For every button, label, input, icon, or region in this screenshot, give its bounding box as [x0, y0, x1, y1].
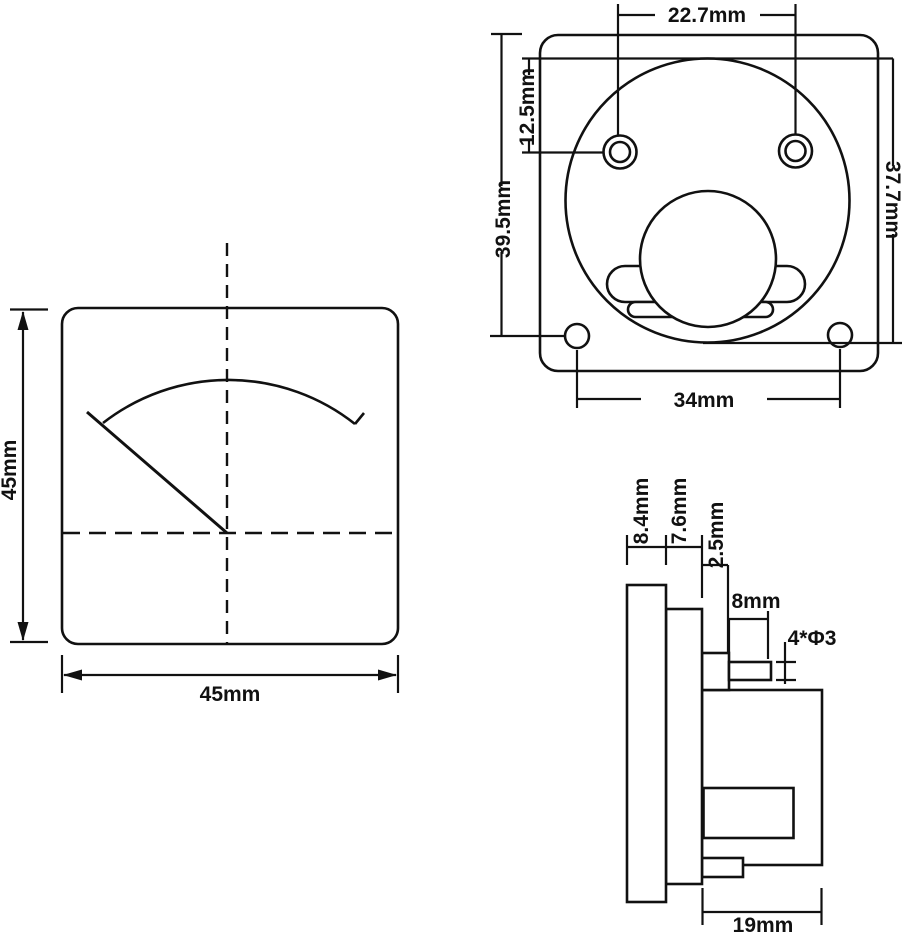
- front-width-dimension: 45mm: [60, 655, 400, 706]
- step-depth-label: 2.5mm: [705, 502, 728, 569]
- arrow-up-icon: [17, 311, 29, 330]
- side-view: 8.4mm 7.6mm 2.5mm 8mm 4*Φ3: [625, 478, 836, 937]
- bezel-depth-dimension: 8.4mm: [625, 478, 668, 565]
- body-depth-label: 19mm: [733, 914, 794, 937]
- bezel-depth-label: 8.4mm: [630, 478, 653, 545]
- mounting-hole-right-inner: [784, 139, 807, 163]
- side-step: [700, 651, 731, 692]
- bottom-hole-spacing-dimension: 34mm: [575, 349, 842, 412]
- stud-length-label: 8mm: [731, 590, 780, 613]
- corner-hole-left: [563, 322, 591, 350]
- hole-offset-label: 12.5mm: [516, 68, 539, 146]
- panel-height-label: 39.5mm: [492, 180, 515, 258]
- side-mounting-stud: [727, 660, 773, 682]
- arrow-left-icon: [63, 669, 82, 681]
- front-height-dimension: 45mm: [0, 308, 48, 644]
- side-bezel: [625, 583, 668, 904]
- meter-scale-arc: [102, 378, 356, 426]
- meter-needle: [86, 410, 228, 535]
- front-view: 45mm 45mm: [0, 243, 400, 706]
- scale-end-tick: [353, 412, 366, 425]
- hole-offset-dimension: 12.5mm: [516, 58, 603, 154]
- arrow-down-icon: [17, 622, 29, 641]
- hole-spacing-label: 22.7mm: [668, 4, 746, 27]
- front-width-label: 45mm: [200, 683, 261, 706]
- step-depth-dimension: 2.5mm: [702, 502, 730, 652]
- hole-spacing-dimension: 22.7mm: [616, 4, 797, 135]
- side-terminal-block: [702, 786, 795, 840]
- corner-hole-right: [826, 321, 854, 349]
- stud-spec-dimension: 4*Φ3: [776, 627, 836, 684]
- body-diameter-label: 37.7mm: [881, 161, 902, 239]
- collar-depth-label: 7.6mm: [668, 478, 691, 545]
- body-diameter-dimension: 37.7mm: [703, 58, 902, 345]
- collar-depth-dimension: 7.6mm: [666, 478, 704, 598]
- front-height-label: 45mm: [0, 440, 21, 501]
- body-depth-dimension: 19mm: [701, 888, 823, 937]
- side-collar: [664, 607, 704, 886]
- side-bottom-tab: [700, 856, 745, 879]
- bottom-hole-spacing-label: 34mm: [674, 389, 735, 412]
- center-boss-circle: [638, 189, 778, 329]
- stud-spec-label: 4*Φ3: [788, 627, 837, 650]
- arrow-right-icon: [378, 669, 397, 681]
- mounting-hole-left-inner: [608, 140, 632, 164]
- back-view: 22.7mm 12.5mm 39.5mm 37.7mm: [490, 4, 902, 412]
- panel-height-dimension: 39.5mm: [490, 32, 565, 338]
- front-panel-outline: [60, 306, 400, 646]
- stud-length-dimension: 8mm: [727, 590, 781, 659]
